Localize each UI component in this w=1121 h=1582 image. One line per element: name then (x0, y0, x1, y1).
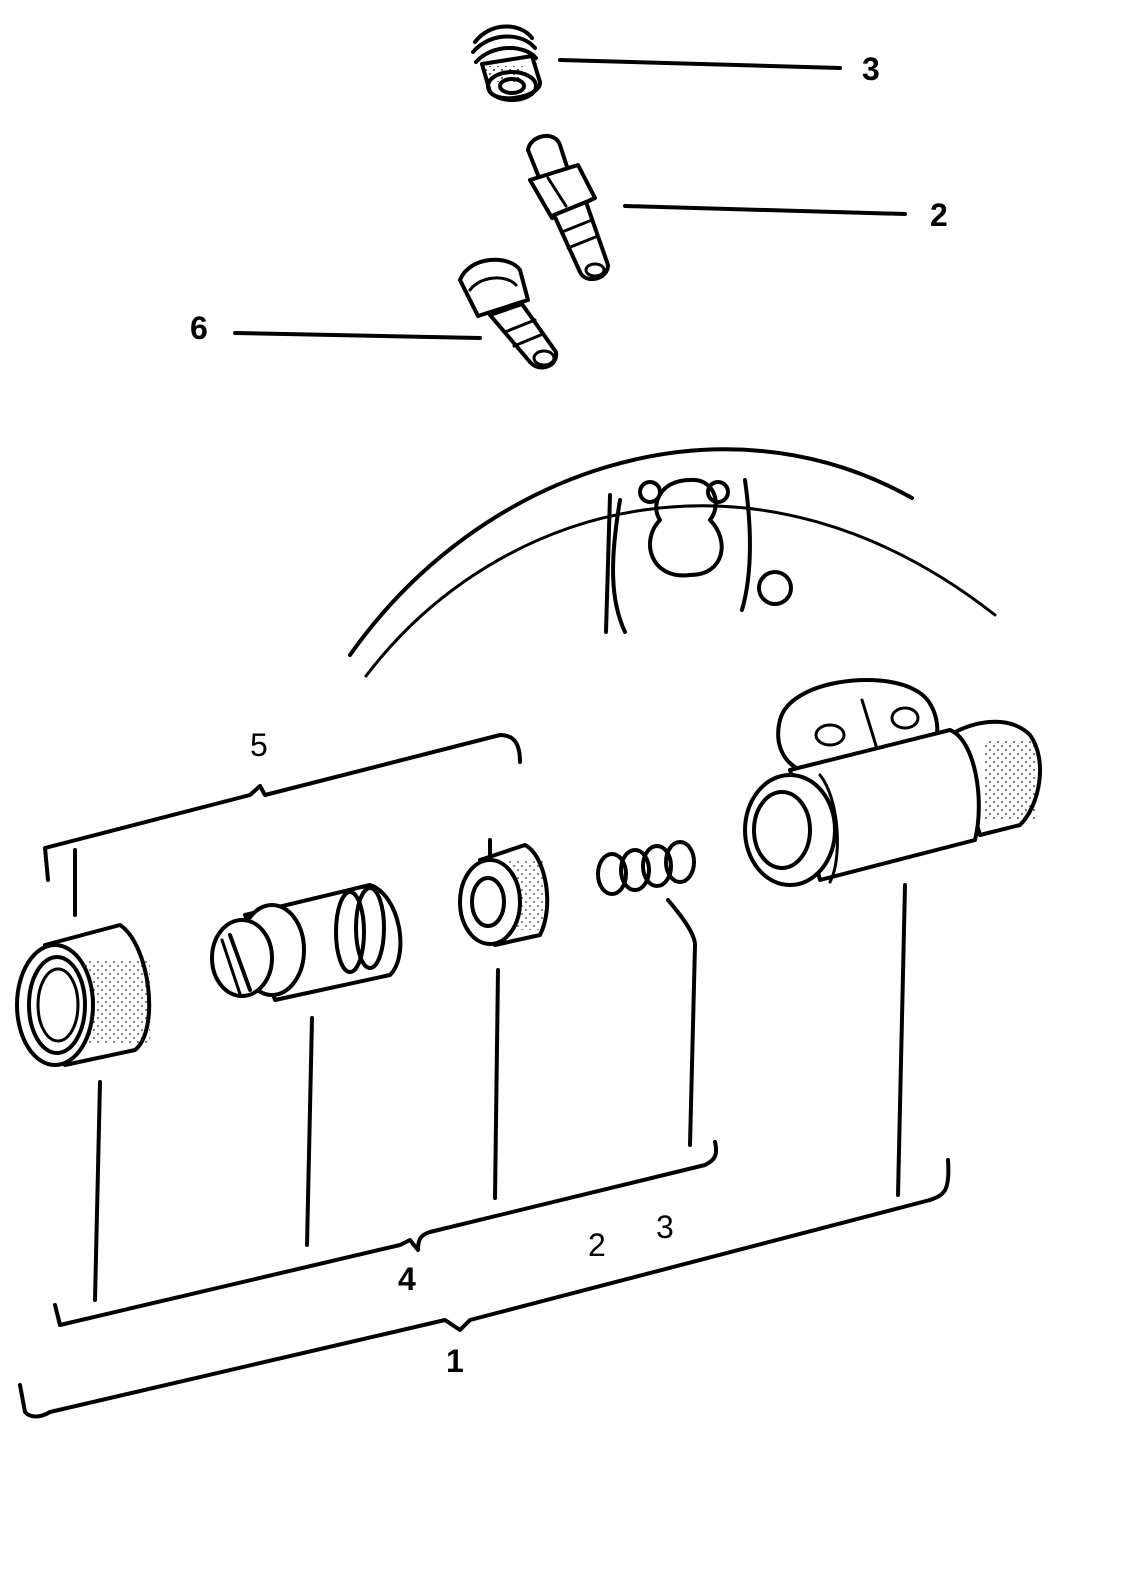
cup-seal-icon (458, 843, 550, 947)
bleed-valve-icon (526, 134, 610, 282)
bleed-cap-icon (471, 24, 542, 102)
callout-4: 4 (398, 1261, 416, 1297)
callout-3-top: 3 (862, 51, 880, 87)
dust-boot-icon (15, 923, 152, 1067)
spring-icon (596, 840, 696, 896)
bolt-icon (458, 257, 559, 370)
callout-6: 6 (190, 310, 208, 346)
callout-2-top: 2 (930, 197, 948, 233)
callout-2-bottom: 2 (588, 1227, 606, 1263)
piston-icon (210, 883, 403, 1002)
callout-3-bottom: 3 (656, 1209, 674, 1245)
callout-5: 5 (250, 727, 268, 763)
leader-lines (18, 58, 951, 1419)
callout-1: 1 (446, 1343, 464, 1379)
callout-labels: 3 2 6 5 4 2 3 1 (190, 51, 948, 1379)
wheel-cylinder-body-icon (743, 678, 1042, 887)
backing-plate-icon (348, 447, 997, 678)
